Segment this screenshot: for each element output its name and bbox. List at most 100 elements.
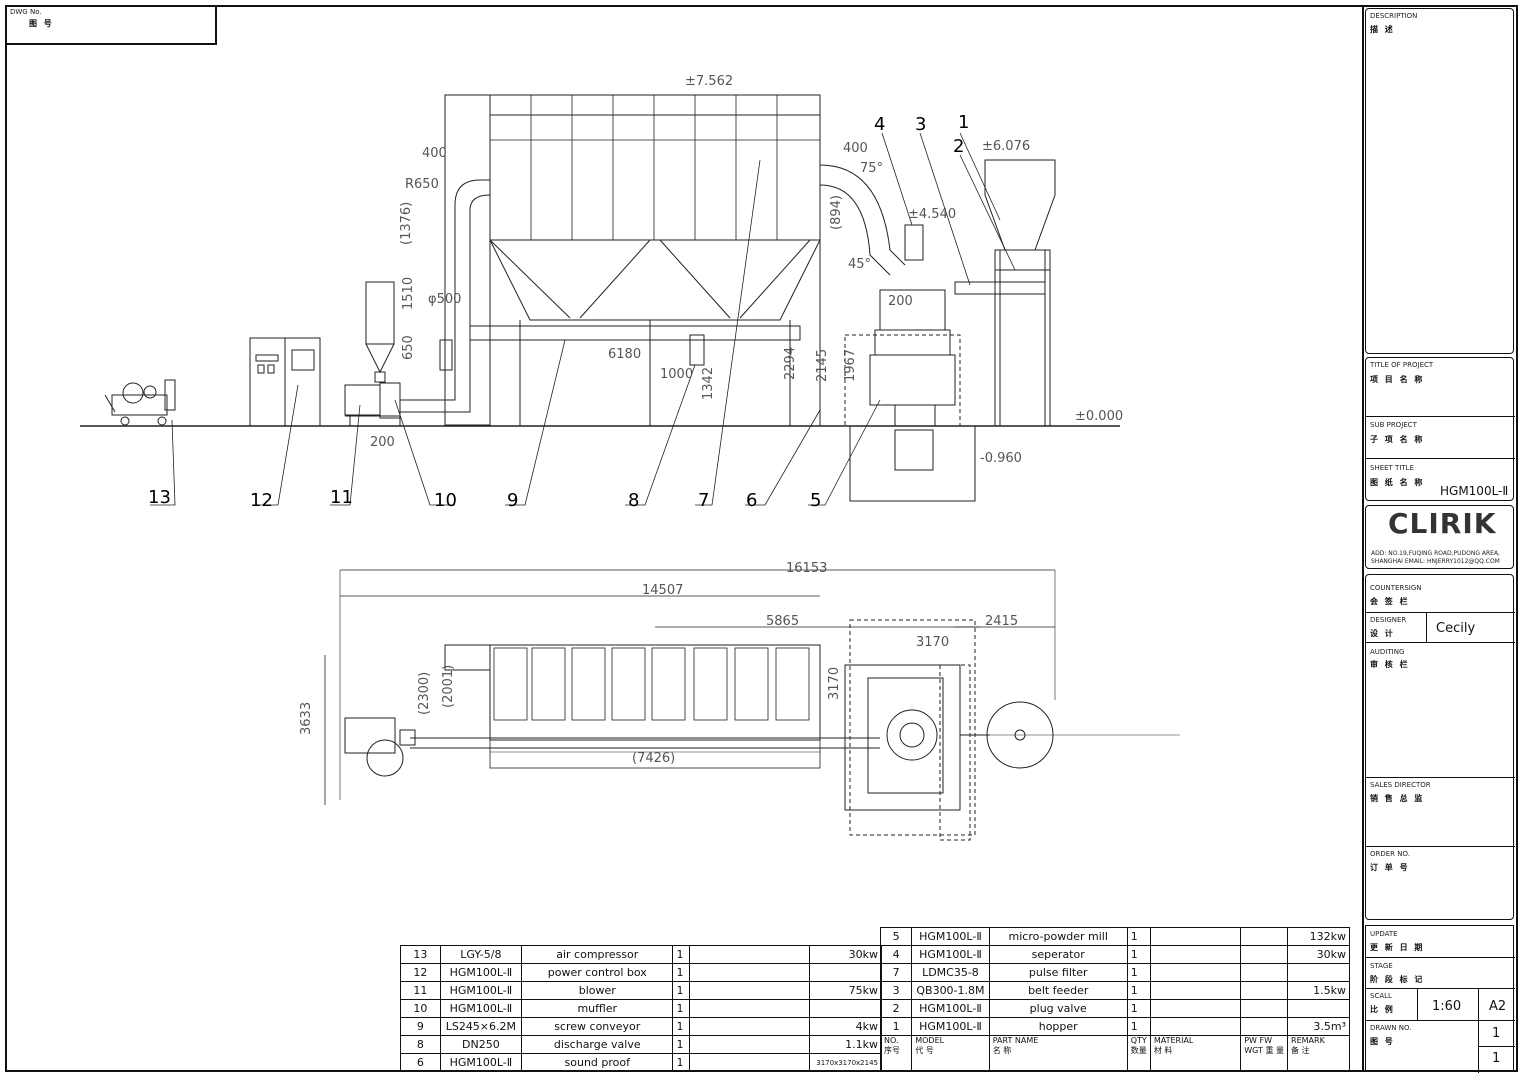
project-label: TITLE OF PROJECT — [1370, 361, 1434, 369]
bom-weight — [1240, 999, 1289, 1018]
bom-weight — [1240, 981, 1289, 1000]
update-cn: 更 新 日 期 — [1370, 943, 1425, 952]
bom-name: sound proof — [521, 1053, 674, 1072]
bom-weight — [1240, 945, 1289, 964]
bom-qty: 1 — [672, 1035, 691, 1054]
bom-qty: 1 — [672, 963, 691, 982]
part-marks: 13 12 11 10 9 8 7 6 5 4 3 1 2 — [148, 112, 969, 511]
bom-header-qty: QTY 数量 — [1126, 1035, 1151, 1071]
dim-e13: 1967 — [843, 349, 858, 382]
dim-e10: 1342 — [701, 367, 716, 400]
order-no-cn: 订 单 号 — [1370, 863, 1410, 872]
bom-qty: 1 — [672, 1053, 691, 1072]
designer-label: DESIGNER — [1370, 616, 1407, 624]
bom-model: HGM100L-Ⅱ — [911, 927, 990, 946]
bom-remark: 1.1kw — [809, 1035, 882, 1054]
drawn-no-value2: 1 — [1492, 1051, 1501, 1066]
bom-remark: 4kw — [809, 1017, 882, 1036]
mark-3: 3 — [915, 114, 926, 135]
dim-p6: 3633 — [299, 702, 314, 735]
hopper-drawing — [954, 159, 1056, 427]
bom-qty: 1 — [672, 945, 691, 964]
bom-no: 1 — [879, 1017, 913, 1036]
update-label: UPDATE — [1370, 930, 1398, 938]
scale-value: 1:60 — [1432, 999, 1462, 1014]
bom-header-weight: PW FW WGT 重 量 — [1240, 1035, 1289, 1071]
dim-p1: 14507 — [642, 583, 683, 598]
title-block — [1362, 5, 1518, 1072]
bom-remark — [1287, 999, 1350, 1018]
mark-2: 2 — [953, 136, 964, 157]
dim-e8: 6180 — [608, 347, 641, 362]
air-compressor-drawing — [104, 379, 176, 426]
mark-12: 12 — [250, 490, 273, 511]
bom-qty: 1 — [1126, 963, 1151, 982]
project-box: TITLE OF PROJECT 项 目 名 称 SUB PROJECT 子 项… — [1365, 357, 1515, 501]
drawn-no-label: DRAWN NO. — [1370, 1024, 1412, 1032]
dim-e11: 2294 — [783, 347, 798, 380]
blower-drawing — [344, 179, 491, 427]
designer-value: Cecily — [1436, 621, 1476, 636]
bom-header-remark: REMARK 备 注 — [1287, 1035, 1350, 1071]
bom-material — [689, 1035, 811, 1054]
address-line2: SHANGHAI EMAIL: HNJERRY1012@QQ.COM — [1371, 558, 1500, 565]
dim-e16: (894) — [829, 195, 844, 230]
bom-qty: 1 — [1126, 1017, 1151, 1036]
bom-no: 8 — [400, 1035, 441, 1054]
sheet-size: A2 — [1489, 999, 1507, 1014]
bom-material — [689, 945, 811, 964]
dim-e9: 1000 — [660, 367, 693, 382]
bom-model: QB300-1.8M — [911, 981, 990, 1000]
bom-remark: 132kw — [1287, 927, 1350, 946]
stage-label: STAGE — [1370, 962, 1393, 970]
bom-material — [1149, 963, 1242, 982]
bom-name: hopper — [988, 1017, 1128, 1036]
logo-box: CLIRIK ADD: NO.19,FUQING ROAD,PUDONG ARE… — [1365, 505, 1514, 569]
bom-header-material: MATERIAL 材 料 — [1149, 1035, 1242, 1071]
address-line1: ADD: NO.19,FUQING ROAD,PUDONG AREA, — [1371, 550, 1500, 557]
bom-name: discharge valve — [521, 1035, 674, 1054]
stage-cn: 阶 段 标 记 — [1370, 975, 1425, 984]
plan-view-drawing — [324, 569, 1180, 841]
bom-header-model: MODEL 代 号 — [911, 1035, 990, 1071]
sheet-title-label: SHEET TITLE — [1370, 464, 1414, 472]
bom-model: HGM100L-Ⅱ — [911, 1017, 990, 1036]
dim-e3: (1376) — [399, 202, 414, 245]
dim-e22: -0.960 — [980, 451, 1022, 466]
bom-remark — [1287, 963, 1350, 982]
dim-e5: φ500 — [428, 292, 461, 307]
dim-e0: ±7.562 — [685, 74, 733, 89]
dim-e1: 400 — [422, 146, 447, 161]
approval-box: COUNTERSIGN 会 签 栏 DESIGNER 设 计 Cecily AU… — [1365, 574, 1515, 920]
bom-model: HGM100L-Ⅱ — [439, 963, 523, 982]
sub-project-cn: 子 项 名 称 — [1370, 435, 1425, 444]
bom-weight — [1240, 963, 1289, 982]
bom-material — [1149, 927, 1242, 946]
dim-p5: 3170 — [827, 667, 842, 700]
bom-qty: 1 — [672, 1017, 691, 1036]
bom-qty: 1 — [672, 999, 691, 1018]
bom-material — [689, 1017, 811, 1036]
bom-model: HGM100L-Ⅱ — [439, 1053, 523, 1072]
bom-model: HGM100L-Ⅱ — [911, 945, 990, 964]
bom-remark: 3.5m³ — [1287, 1017, 1350, 1036]
bom-qty: 1 — [1126, 927, 1151, 946]
plan-dimensions: 16153 14507 5865 2415 3170 3170 3633 (23… — [299, 561, 1018, 766]
sheet-title-cn: 图 纸 名 称 — [1370, 478, 1425, 487]
mark-4: 4 — [874, 114, 885, 135]
dim-p2: 5865 — [766, 614, 799, 629]
mark-1: 1 — [958, 112, 969, 133]
sales-director-cn: 销 售 总 监 — [1370, 794, 1425, 803]
bom-name: blower — [521, 981, 674, 1000]
bom-no: 11 — [400, 981, 441, 1000]
mark-8: 8 — [628, 490, 639, 511]
mark-11: 11 — [330, 487, 353, 508]
